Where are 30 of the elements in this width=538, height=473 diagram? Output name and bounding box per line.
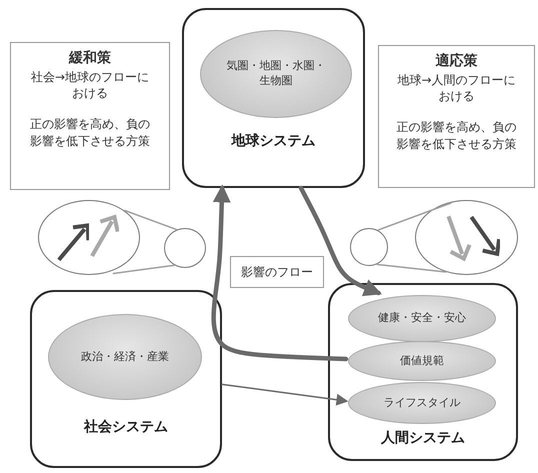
- system-box: [328, 283, 518, 461]
- system-box: [182, 8, 365, 188]
- note-text: 正の影響を高め、負の影響を低下させる方策: [396, 119, 518, 153]
- legend-box: [230, 256, 324, 288]
- ellipse-label: 健康・安全・安心: [378, 311, 466, 326]
- note-box: [378, 45, 535, 188]
- system-title: 人間システム: [380, 429, 466, 447]
- arrow: [211, 184, 348, 362]
- system-title: 地球システム: [230, 132, 316, 150]
- heading: 緩和策: [69, 49, 111, 68]
- ellipse-label: 価値規範: [400, 354, 444, 368]
- note-text: 地球→人間のフローにおける: [396, 72, 517, 106]
- note-text: 正の影響を高め、負の影響を低下させる方策: [29, 116, 151, 150]
- leader-line: [376, 264, 447, 273]
- note-text: 影響のフロー: [241, 264, 313, 280]
- small-circle: [350, 228, 388, 266]
- ellipse-label: 政治・経済・産業: [81, 350, 169, 364]
- note-box: [10, 42, 170, 190]
- leader-line: [112, 264, 176, 274]
- arrow: [298, 186, 382, 296]
- ellipse-label: 気圏・地圏・水圏・生物圏: [226, 59, 326, 89]
- ellipse-label: ライフスタイル: [384, 396, 460, 410]
- system-box: [30, 290, 222, 468]
- leader-line: [124, 210, 178, 230]
- note-text: 社会→地球のフローにおける: [30, 68, 150, 102]
- heading: 適応策: [436, 52, 478, 71]
- leader-line: [378, 202, 452, 231]
- system-title: 社会システム: [82, 418, 169, 436]
- small-circle: [164, 228, 206, 268]
- arrow: [221, 384, 348, 406]
